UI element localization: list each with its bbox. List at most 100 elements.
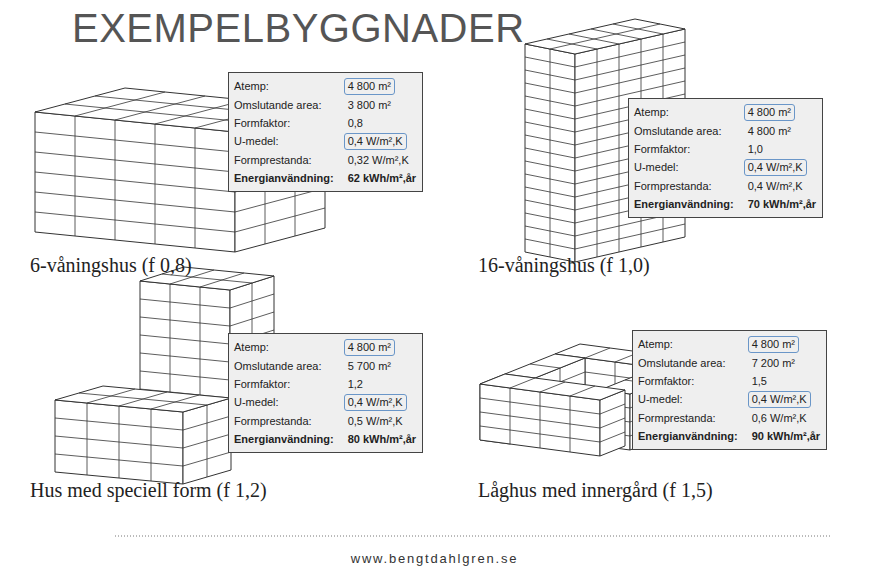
building-caption: Låghus med innergård (f 1,5) xyxy=(478,479,713,502)
grid-line xyxy=(530,364,560,368)
grid-line xyxy=(591,29,641,39)
row-label: Omslutande area: xyxy=(638,354,738,372)
grid-line xyxy=(35,192,235,212)
row-value: 4 800 m² xyxy=(344,339,395,356)
row-value: 0,4 W/m²,K xyxy=(748,177,816,195)
row-value: 0,4 W/m²,K xyxy=(344,394,407,411)
grid-line xyxy=(480,398,600,414)
grid-line xyxy=(525,135,575,145)
row-label: Formprestanda: xyxy=(634,177,734,195)
row-label: U-medel: xyxy=(634,158,734,177)
row-value: 0,4 W/m²,K xyxy=(744,159,807,176)
grid-line xyxy=(35,212,235,232)
grid-line xyxy=(569,34,619,44)
grid-line xyxy=(230,294,274,308)
row-value: 4 800 m² xyxy=(344,78,395,95)
page-title: EXEMPELBYGGNADER xyxy=(72,6,525,51)
row-label: Formprestanda: xyxy=(638,409,738,427)
row-label: U-medel: xyxy=(234,132,334,151)
grid-line xyxy=(525,96,575,106)
row-value: 7 200 m² xyxy=(752,354,820,372)
grid-line xyxy=(547,39,597,49)
grid-line xyxy=(235,208,325,232)
grid-line xyxy=(35,172,235,192)
row-value: 0,8 xyxy=(348,114,416,132)
building-face xyxy=(525,44,575,262)
row-label: Atemp: xyxy=(234,77,334,96)
grid-line xyxy=(525,148,575,158)
row-value: 0,5 W/m²,K xyxy=(348,412,416,430)
row-label: Omslutande area: xyxy=(234,96,334,114)
row-value: 4 800 m² xyxy=(748,122,816,140)
grid-line xyxy=(140,317,230,326)
building-caption: 16-våningshus (f 1,0) xyxy=(478,254,650,277)
building-block xyxy=(55,386,231,484)
row-label: Energianvändning: xyxy=(234,169,334,187)
grid-line xyxy=(525,200,575,210)
building-face xyxy=(525,19,685,54)
grid-line xyxy=(183,416,231,430)
building-caption: Hus med speciell form (f 1,2) xyxy=(30,479,267,502)
row-value: 5 700 m² xyxy=(348,357,416,375)
row-label: Omslutande area: xyxy=(234,357,334,375)
row-value: 1,5 xyxy=(752,372,820,390)
grid-line xyxy=(600,418,625,428)
row-value: 0,4 W/m²,K xyxy=(344,133,407,150)
grid-line xyxy=(600,432,625,442)
grid-line xyxy=(525,109,575,119)
row-value: 0,6 W/m²,K xyxy=(752,409,820,427)
row-label: Formprestanda: xyxy=(234,151,334,169)
row-label: Formfaktor: xyxy=(234,375,334,393)
grid-line xyxy=(525,187,575,197)
info-box: Atemp: 4 800 m² Omslutande area: 5 700 m² Fo… xyxy=(228,333,423,453)
grid-line xyxy=(525,122,575,132)
building-face xyxy=(35,112,235,252)
website-url: www.bengtdahlgren.se xyxy=(0,551,869,566)
grid-line xyxy=(140,299,230,308)
grid-line xyxy=(140,371,230,380)
grid-line xyxy=(613,24,663,34)
grid-line xyxy=(79,393,207,405)
row-value: 0,32 W/m²,K xyxy=(348,151,416,169)
row-value: 4 800 m² xyxy=(748,336,799,353)
row-label: U-medel: xyxy=(234,393,334,412)
grid-line xyxy=(525,213,575,223)
grid-line xyxy=(35,132,235,152)
row-value: 80 kWh/m²,år xyxy=(348,430,416,448)
grid-line xyxy=(525,226,575,236)
grid-line xyxy=(525,174,575,184)
row-label: Formprestanda: xyxy=(234,412,334,430)
row-label: Energianvändning: xyxy=(234,430,334,448)
row-value: 62 kWh/m²,år xyxy=(348,169,416,187)
row-label: Omslutande area: xyxy=(634,122,734,140)
grid-line xyxy=(525,161,575,171)
row-label: Energianvändning: xyxy=(634,195,734,213)
info-box: Atemp:4 800 m²Omslutande area:7 200 m²Fo… xyxy=(632,330,827,450)
grid-line xyxy=(525,70,575,80)
row-label: Atemp: xyxy=(634,103,734,122)
row-value: 70 kWh/m²,år xyxy=(748,195,816,213)
row-label: Atemp: xyxy=(234,338,334,357)
grid-line xyxy=(525,239,575,249)
building-face xyxy=(183,398,231,484)
row-value: 0,4 W/m²,K xyxy=(748,391,811,408)
row-value: 1,0 xyxy=(748,140,816,158)
grid-line xyxy=(575,55,685,80)
building-caption: 6-våningshus (f 0,8) xyxy=(30,254,192,277)
grid-line xyxy=(55,418,183,430)
info-box: Atemp: 4 800 m² Omslutande area: 4 800 m² Fo… xyxy=(628,98,823,218)
grid-line xyxy=(600,404,625,414)
grid-line xyxy=(550,24,660,49)
dotted-divider xyxy=(115,536,830,537)
building-block xyxy=(480,374,625,456)
grid-line xyxy=(35,152,235,172)
row-label: Formfaktor: xyxy=(634,140,734,158)
building-face xyxy=(600,390,625,456)
grid-line xyxy=(525,83,575,93)
grid-line xyxy=(525,57,575,67)
info-box: Atemp:4 800 m²Omslutande area:3 800 m²Fo… xyxy=(228,72,423,192)
building-face xyxy=(55,386,231,412)
row-value: 4 800 m² xyxy=(744,104,795,121)
grid-line xyxy=(480,412,600,428)
grid-line xyxy=(510,378,535,388)
